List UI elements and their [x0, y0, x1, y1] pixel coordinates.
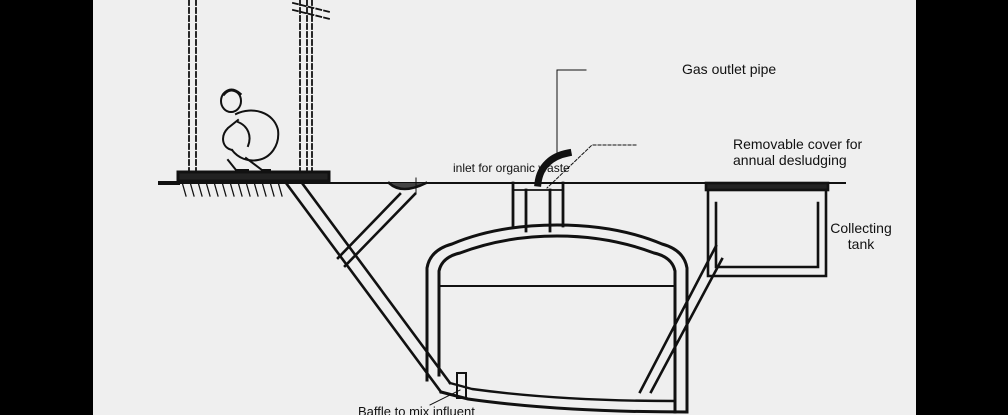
inlet-pipe [284, 181, 452, 394]
baffle-label: Baffle to mix influent [358, 404, 475, 415]
gas-outlet-pipe-label: Gas outlet pipe [682, 61, 777, 77]
collecting-tank-label-line2: tank [847, 236, 875, 253]
removable-cover-label: Removable cover for annual desludging [733, 136, 862, 168]
biogas-digester-diagram: Gas outlet pipe Removable cover for annu… [93, 0, 916, 415]
squatting-slab [176, 170, 331, 183]
leader-lines [415, 69, 637, 406]
digester-tank [425, 223, 689, 414]
removable-cover [534, 148, 573, 187]
latrine-shelter [188, 0, 332, 173]
collecting-tank-label: Collecting tank [818, 220, 904, 252]
diagram-drawing [158, 0, 846, 414]
outlet-pipe [638, 244, 724, 394]
inlet-label: inlet for organic waste [453, 161, 570, 175]
squatting-person-icon [220, 88, 280, 171]
removable-cover-label-line2: annual desludging [733, 152, 847, 169]
removable-cover-neck [511, 181, 565, 233]
collecting-tank [704, 181, 830, 278]
baffle [456, 372, 467, 399]
soil-hatching [181, 181, 283, 197]
organic-waste-inlet [336, 181, 428, 268]
collecting-tank-label-line1: Collecting [830, 220, 892, 236]
removable-cover-label-line1: Removable cover for [733, 136, 863, 152]
